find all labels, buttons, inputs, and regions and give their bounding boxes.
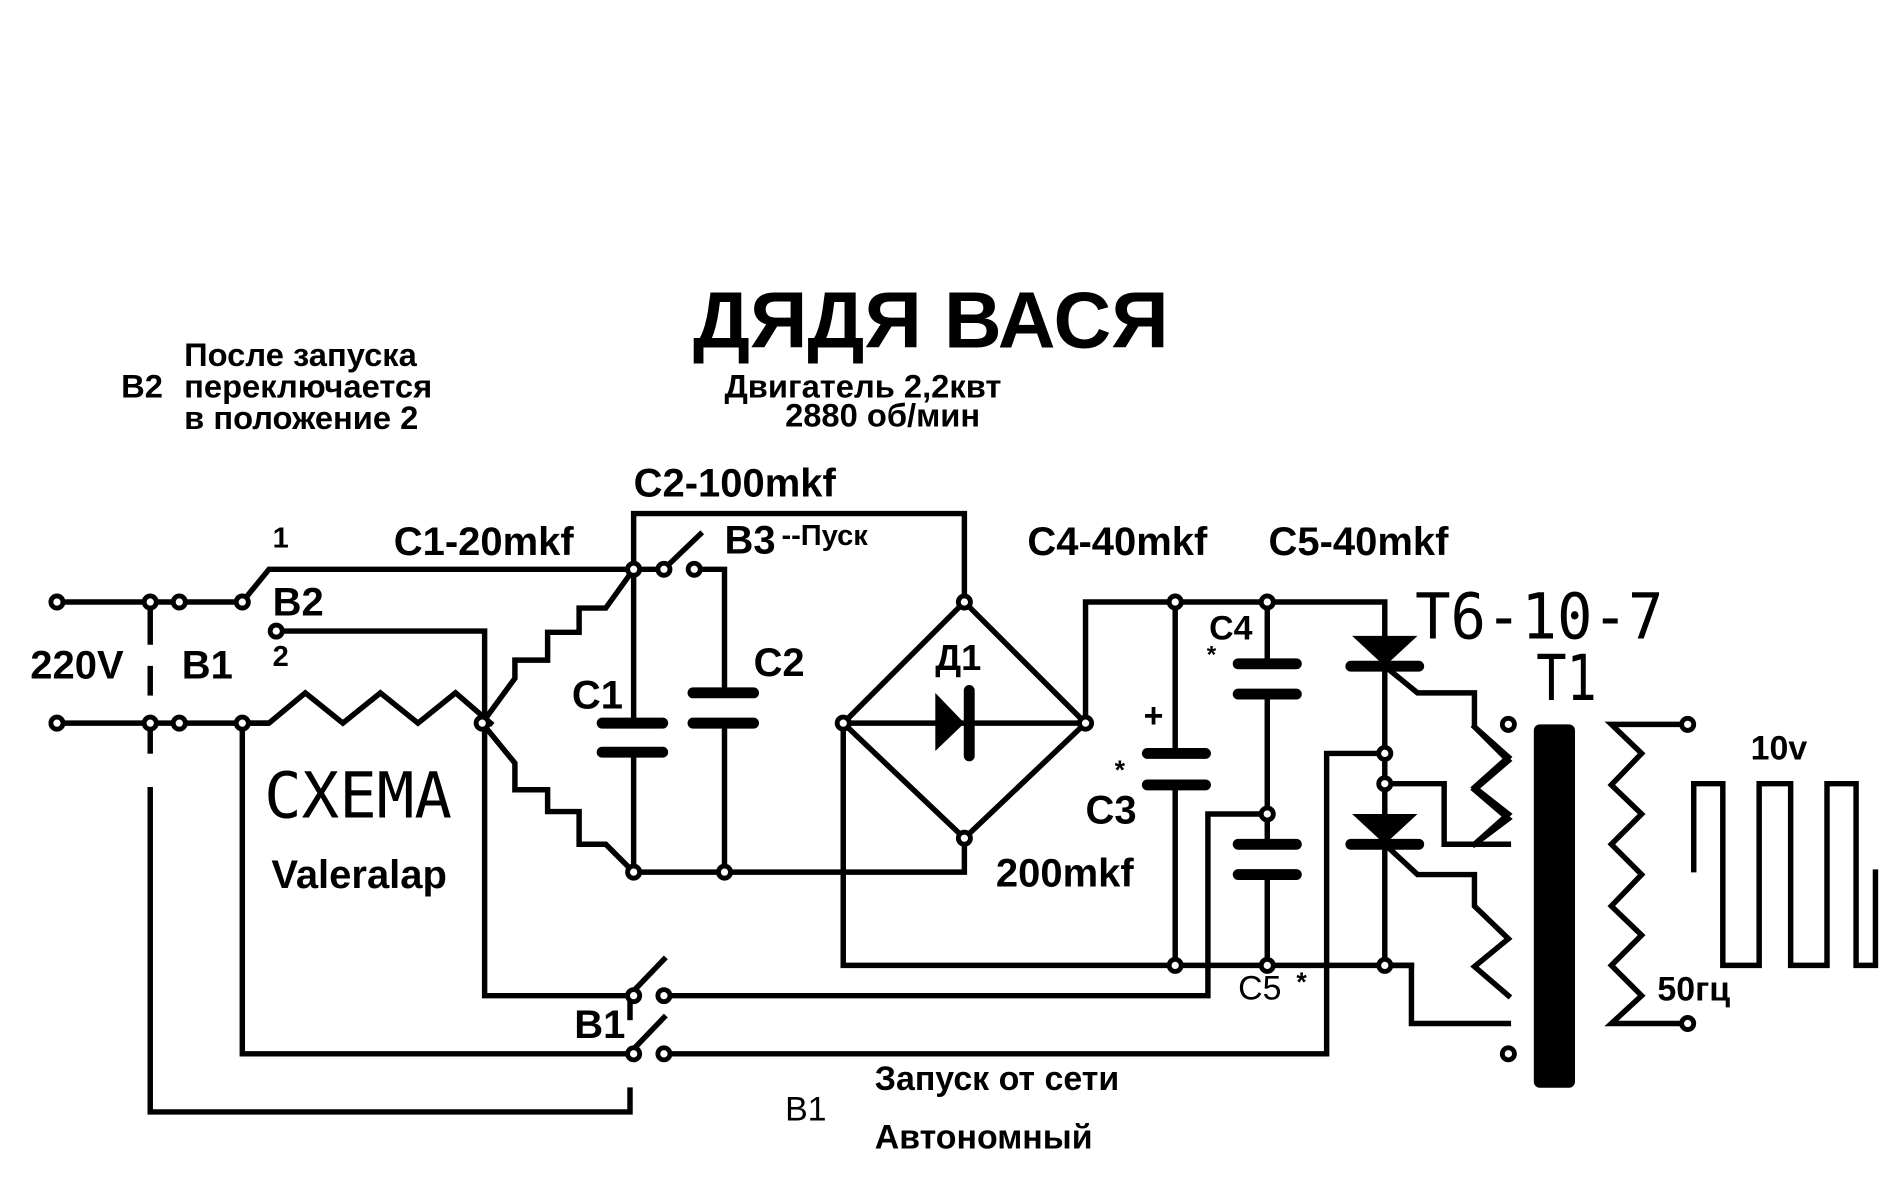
diode-triangle	[935, 692, 965, 751]
c2-label: C2	[754, 641, 805, 685]
mode-grid-label: Запуск от сети	[875, 1060, 1119, 1098]
wire-b1-lower	[239, 720, 633, 1057]
b1-switch-lower-blade[interactable]	[629, 1013, 668, 1053]
secondary-winding	[1604, 721, 1691, 1027]
thyristor-type-label: T6-10-7	[1415, 580, 1663, 653]
b1-switch-label: B1	[574, 1003, 625, 1047]
wire-step-upper	[478, 565, 638, 727]
transformer-label: T1	[1536, 642, 1597, 715]
wire-c4c5-mid	[661, 811, 1270, 999]
b1-switch-upper-blade[interactable]	[629, 955, 668, 995]
wire-step-lower	[478, 719, 638, 876]
c1-label: C1	[572, 674, 623, 718]
b1-label-left: B1	[182, 643, 233, 687]
c3-value-label: 200mkf	[996, 852, 1134, 896]
note-line1: После запуска	[184, 336, 417, 373]
cxema-title: CXEMA	[264, 760, 452, 833]
output-frequency-label: 50гц	[1657, 971, 1730, 1009]
transformer-core	[1533, 724, 1575, 1088]
mains-voltage-label: 220V	[30, 643, 124, 687]
c2-value-label: C2-100mkf	[634, 462, 837, 506]
c5-value-label: C5-40mkf	[1268, 520, 1449, 564]
page-title: ДЯДЯ ВАСЯ	[693, 276, 1169, 365]
d1-label: Д1	[935, 637, 981, 678]
wire-thyristor-mid	[661, 750, 1388, 1057]
b2-position-2: 2	[273, 641, 289, 673]
c4-star: *	[1207, 642, 1217, 669]
b2-label: B2	[273, 580, 324, 624]
thyristor-upper	[1352, 635, 1418, 667]
motor-spec-rpm: 2880 об/мин	[785, 396, 980, 433]
terminal-nodes	[48, 560, 1697, 1063]
c3-label: C3	[1086, 789, 1137, 833]
c5-label: C5	[1238, 969, 1281, 1007]
mode-auto-label: Автономный	[875, 1118, 1093, 1156]
output-voltage-label: 10v	[1751, 729, 1808, 767]
note-b2-label: B2	[121, 367, 163, 404]
square-wave-symbol	[1691, 780, 1879, 969]
wire-b2-pos2	[273, 628, 633, 999]
c3-star: *	[1115, 755, 1126, 785]
b1-bottom-label: B1	[785, 1090, 826, 1128]
c3-plus: +	[1144, 697, 1164, 735]
wire-c2-feed	[691, 566, 728, 694]
thyristor-lower	[1352, 813, 1418, 845]
note-line3: в положение 2	[184, 399, 418, 436]
b3-label: B3	[725, 519, 776, 563]
wire-c2-top	[630, 510, 968, 605]
b3-suffix: --Пуск	[781, 520, 868, 552]
c4-label: C4	[1209, 610, 1252, 648]
note-line2: переключается	[184, 367, 432, 404]
c5-star: *	[1296, 967, 1307, 997]
c4-value-label: C4-40mkf	[1027, 520, 1208, 564]
motor-spec-power: Двигатель 2,2квт	[725, 367, 1002, 404]
author-label: Valeralap	[271, 853, 447, 897]
c1-value-label: C1-20mkf	[394, 520, 575, 564]
motor-winding	[239, 689, 495, 727]
b2-position-1: 1	[273, 523, 289, 555]
b3-switch-blade[interactable]	[664, 530, 705, 569]
